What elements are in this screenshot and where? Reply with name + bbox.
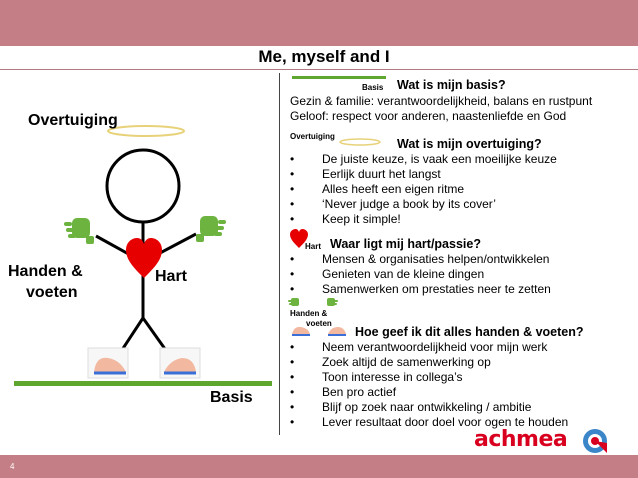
label-handen: Handen & <box>8 263 83 280</box>
stick-figure-icon <box>95 148 197 357</box>
slide-title: Me, myself and I <box>258 47 390 66</box>
right-foot-icon <box>159 347 201 379</box>
left-hand-icon <box>64 218 94 244</box>
left-foot-icon <box>87 347 129 379</box>
hart-item: Genieten van de kleine dingen <box>322 267 485 281</box>
basis-line: Gezin & familie: verantwoordelijkheid, b… <box>290 94 593 108</box>
handen-tag-line2: voeten <box>306 319 332 328</box>
bullet: • <box>290 370 295 384</box>
hart-tag: Hart <box>305 242 322 251</box>
overtuiging-tag: Overtuiging <box>290 132 335 141</box>
handen-item: Lever resultaat door doel voor ogen te h… <box>322 415 569 429</box>
hart-question: Waar ligt mij hart/passie? <box>330 237 481 251</box>
overtuiging-item: De juiste keuze, is vaak een moeilijke k… <box>322 152 557 166</box>
bullet: • <box>290 267 295 281</box>
bullet: • <box>290 182 295 196</box>
label-voeten: voeten <box>26 284 78 301</box>
hart-item: Mensen & organisaties helpen/ontwikkelen <box>322 252 550 266</box>
basis-line: Geloof: respect voor anderen, naastenlie… <box>290 109 567 123</box>
handen-item: Blijf op zoek naar ontwikkeling / ambiti… <box>322 400 532 414</box>
overtuiging-question: Wat is mijn overtuiging? <box>397 137 542 151</box>
bullet: • <box>290 212 295 226</box>
bullet: • <box>290 340 295 354</box>
small-hand-icon <box>288 298 299 306</box>
slide-content-area <box>0 46 638 455</box>
small-heart-icon <box>290 229 308 248</box>
bullet: • <box>290 355 295 369</box>
bullet: • <box>290 282 295 296</box>
column-divider <box>279 73 280 435</box>
achmea-logo-text: achmea <box>474 427 568 452</box>
bullet: • <box>290 252 295 266</box>
page-number: 4 <box>10 462 15 471</box>
basis-tag: Basis <box>362 83 384 92</box>
hart-item: Samenwerken om prestaties neer te zetten <box>322 282 551 296</box>
bullet: • <box>290 197 295 211</box>
halo-icon <box>107 125 185 137</box>
basis-tag-bar <box>292 76 386 79</box>
overtuiging-item: ‘Never judge a book by its cover’ <box>322 197 496 211</box>
label-overtuiging: Overtuiging <box>28 112 118 129</box>
small-halo-icon <box>339 138 381 146</box>
handen-item: Toon interesse in collega’s <box>322 370 463 384</box>
handen-item: Ben pro actief <box>322 385 397 399</box>
handen-item: Neem verantwoordelijkheid voor mijn werk <box>322 340 548 354</box>
label-hart: Hart <box>155 268 188 285</box>
achmea-logo-icon <box>583 429 607 453</box>
right-hand-icon <box>196 216 226 242</box>
bullet: • <box>290 400 295 414</box>
small-foot-icon <box>328 327 346 336</box>
overtuiging-item: Keep it simple! <box>322 212 401 226</box>
bullet: • <box>290 167 295 181</box>
bullet: • <box>290 385 295 399</box>
small-hand-icon <box>327 298 338 306</box>
handen-item: Zoek altijd de samenwerking op <box>322 355 491 369</box>
basis-ground-line <box>14 381 272 386</box>
bullet: • <box>290 152 295 166</box>
label-basis: Basis <box>210 389 253 406</box>
handen-question: Hoe geef ik dit alles handen & voeten? <box>355 325 584 339</box>
overtuiging-item: Eerlijk duurt het langst <box>322 167 441 181</box>
title-underline <box>0 69 638 70</box>
small-foot-icon <box>292 326 310 336</box>
basis-question: Wat is mijn basis? <box>397 78 506 92</box>
handen-tag-line1: Handen & <box>290 309 328 318</box>
bullet: • <box>290 415 295 429</box>
overtuiging-item: Alles heeft een eigen ritme <box>322 182 465 196</box>
heart-icon <box>126 238 162 278</box>
